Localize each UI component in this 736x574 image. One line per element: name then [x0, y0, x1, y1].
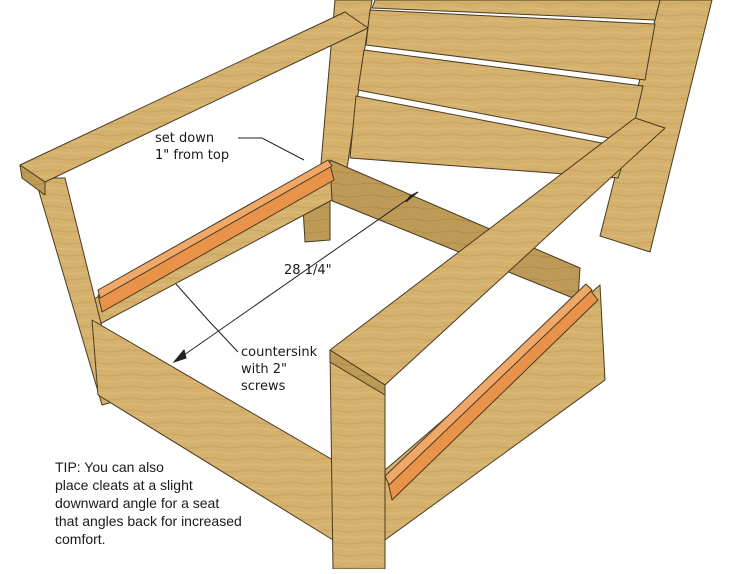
left-cleat-top — [97, 159, 333, 299]
countersink-leader — [175, 283, 239, 353]
tip-line: downward angle for a seat — [55, 495, 220, 511]
tip-line: place cleats at a slight — [55, 477, 193, 493]
dim-arrow-bottom — [172, 348, 187, 364]
back-slat — [349, 95, 629, 179]
back-slat — [371, 0, 661, 21]
countersink-label: countersink with 2" screws — [241, 344, 317, 395]
set-down-label: set down 1" from top — [155, 130, 229, 164]
right-armrest-edge — [329, 349, 386, 396]
right-cleat-top — [384, 283, 593, 486]
dim-arrow-top — [405, 191, 419, 203]
countersink-line-2: with 2" — [241, 362, 287, 377]
dimension-line — [173, 191, 419, 363]
tip-line: TIP: You can also — [55, 459, 164, 475]
back-slat — [365, 9, 656, 81]
tip-line: that angles back for increased — [55, 513, 242, 529]
tip-text: TIP: You can also place cleats at a slig… — [55, 458, 242, 548]
left-cleat — [97, 164, 335, 313]
set-down-line-2: 1" from top — [155, 148, 230, 163]
dimension-label: 28 1/4" — [284, 263, 332, 278]
countersink-line-3: screws — [241, 379, 286, 394]
countersink-line-1: countersink — [241, 345, 318, 360]
left-armrest-edge — [19, 164, 46, 196]
set-down-leader — [238, 137, 305, 161]
set-down-line-1: set down — [155, 131, 215, 146]
tip-line: comfort. — [55, 531, 106, 547]
